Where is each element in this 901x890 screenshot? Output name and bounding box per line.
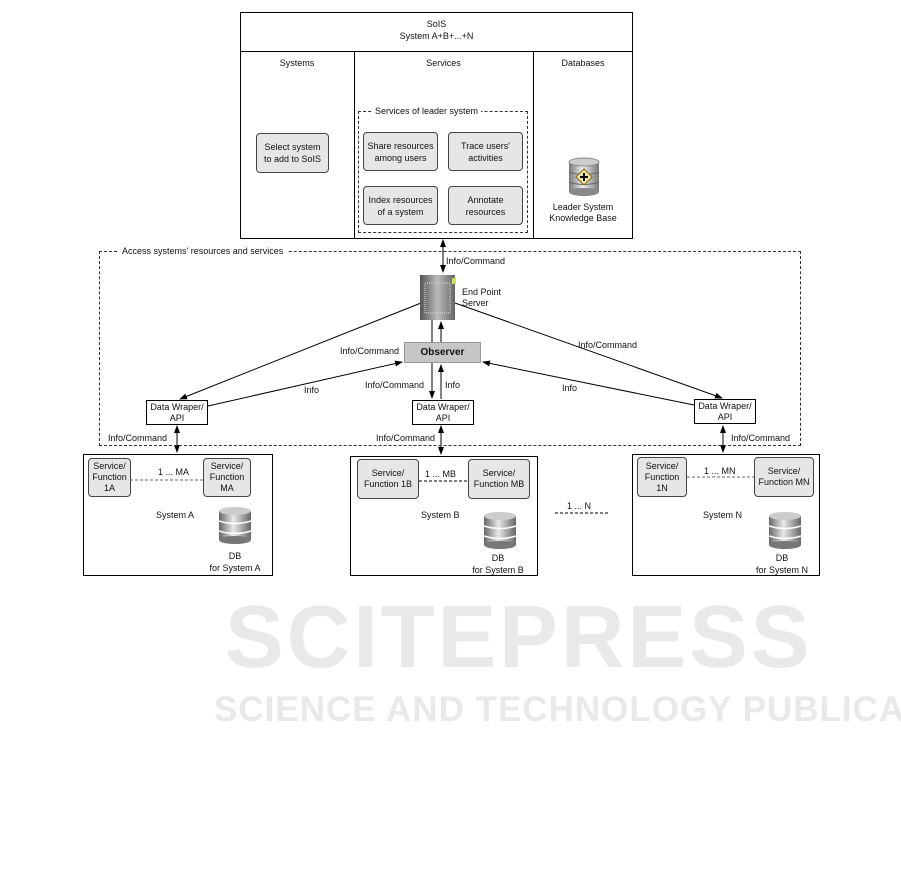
label-info-command: Info/Command <box>108 433 168 443</box>
service-index-resources[interactable]: Index resources of a system <box>363 186 438 225</box>
range-label: 1 ... MN <box>704 466 736 476</box>
label-info-command: Info/Command <box>578 340 638 350</box>
label-info: Info <box>304 385 320 395</box>
database-icon <box>768 512 802 549</box>
arrow-wrapper-n-observer <box>482 360 695 406</box>
sois-title: SoIS <box>426 19 447 29</box>
watermark-sub: SCIENCE AND TECHNOLOGY PUBLICATIONS <box>214 690 901 729</box>
service-trace-activities[interactable]: Trace users' activities <box>448 132 523 171</box>
column-divider <box>533 52 534 239</box>
service-function-mb[interactable]: Service/ Function MB <box>468 459 530 499</box>
label-info-command: Info/Command <box>731 433 791 443</box>
db-for-label: for System A <box>209 563 261 573</box>
database-icon <box>218 507 252 544</box>
sois-box <box>240 12 633 239</box>
column-databases: Databases <box>561 58 605 68</box>
knowledge-base-icon <box>568 157 600 196</box>
server-icon <box>420 275 456 320</box>
service-function-ma[interactable]: Service/ Function MA <box>203 458 251 497</box>
leader-services-label: Services of leader system <box>372 106 482 117</box>
label-info-command: Info/Command <box>340 346 400 356</box>
service-function-1n[interactable]: Service/ Function 1N <box>637 457 687 497</box>
watermark-main: SCITEPRESS <box>225 592 813 682</box>
sois-subtitle: System A+B+...+N <box>399 31 474 41</box>
range-label: 1 ... MA <box>158 467 190 477</box>
database-icon <box>483 512 517 549</box>
data-wrapper-a[interactable]: Data Wraper/ API <box>146 400 208 425</box>
service-function-mn[interactable]: Service/ Function MN <box>754 457 814 497</box>
system-n-box <box>632 454 820 576</box>
data-wrapper-n[interactable]: Data Wraper/ API <box>694 399 756 424</box>
service-function-1a[interactable]: Service/ Function 1A <box>88 458 131 497</box>
db-label: DB <box>775 553 789 563</box>
label-info-command: Info/Command <box>446 256 506 266</box>
system-b-box <box>350 456 538 576</box>
label-info: Info <box>445 380 461 390</box>
column-systems: Systems <box>279 58 315 68</box>
db-label: DB <box>228 551 242 561</box>
end-point-label: End Point Server <box>462 287 502 308</box>
access-region <box>99 251 801 446</box>
db-label: DB <box>491 553 505 563</box>
observer-box[interactable]: Observer <box>404 342 481 363</box>
arrow-server-wrapper-a <box>179 302 422 400</box>
data-wrapper-b[interactable]: Data Wraper/ API <box>412 400 474 425</box>
column-divider <box>354 52 355 239</box>
sois-header <box>240 12 633 52</box>
systems-range-label: 1 ... N <box>567 501 592 511</box>
arrow-server-wrapper-n <box>454 302 723 399</box>
system-a-box <box>83 454 273 576</box>
label-info: Info <box>562 383 578 393</box>
db-for-label: for System B <box>472 565 524 575</box>
service-annotate-resources[interactable]: Annotate resources <box>448 186 523 225</box>
label-info-command: Info/Command <box>365 380 425 390</box>
column-services: Services <box>426 58 461 68</box>
service-function-1b[interactable]: Service/ Function 1B <box>357 459 419 499</box>
knowledge-base-label: Leader System Knowledge Base <box>549 202 617 223</box>
arrow-wrapper-a-observer <box>207 360 403 407</box>
system-name: System B <box>421 510 460 520</box>
range-label: 1 ... MB <box>425 469 457 479</box>
system-name: System N <box>703 510 743 520</box>
service-share-resources[interactable]: Share resources among users <box>363 132 438 171</box>
label-info-command: Info/Command <box>376 433 436 443</box>
access-label: Access systems' resources and services <box>118 246 288 257</box>
db-for-label: for System N <box>755 565 808 575</box>
select-system-box[interactable]: Select system to add to SoIS <box>256 133 329 173</box>
system-name: System A <box>156 510 195 520</box>
